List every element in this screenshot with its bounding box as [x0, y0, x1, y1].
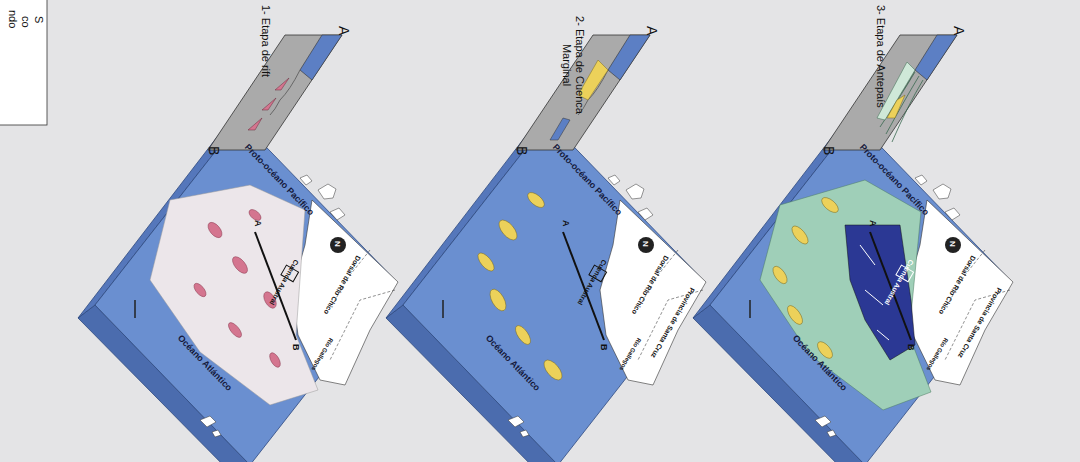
legend-fragment: co	[19, 16, 32, 28]
section-end: B	[206, 146, 222, 155]
section-end: A	[951, 26, 967, 35]
north-arrow: N	[948, 241, 957, 247]
stage-title: 2- Etapa de Cuenca Marginal	[561, 0, 586, 130]
section-end: B	[291, 344, 301, 351]
section-end: A	[644, 26, 660, 35]
section-end: B	[599, 344, 609, 351]
stage-title: 3- Etapa de Antepaís	[874, 5, 887, 108]
section-end: A	[336, 26, 352, 35]
section-end: A	[253, 220, 263, 227]
north-arrow: N	[641, 241, 650, 247]
section-end: B	[821, 146, 837, 155]
legend-fragment: ndo	[6, 10, 19, 28]
section-end: B	[514, 146, 530, 155]
north-arrow: N	[333, 241, 342, 247]
section-end: B	[906, 344, 916, 351]
stage-title: 1- Etapa de rift	[259, 5, 272, 77]
legend-fragment: S	[32, 16, 45, 23]
section-end: A	[561, 220, 571, 227]
section-end: A	[868, 220, 878, 227]
